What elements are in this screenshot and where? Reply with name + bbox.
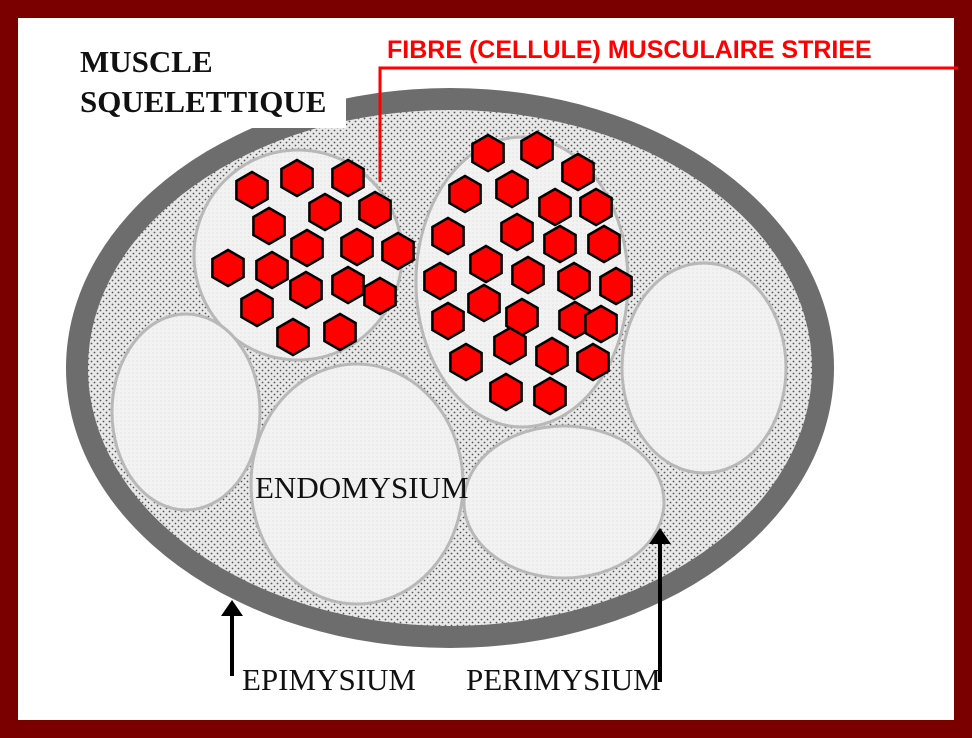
muscle-fibre bbox=[432, 303, 463, 339]
muscle-fibre bbox=[324, 314, 355, 350]
fibre-label: FIBRE (CELLULE) MUSCULAIRE STRIEE bbox=[387, 36, 872, 64]
muscle-fibre bbox=[490, 374, 521, 410]
muscle-fibre bbox=[450, 344, 481, 380]
muscle-fibre bbox=[341, 229, 372, 265]
muscle-fibre bbox=[291, 230, 322, 266]
epimysium-arrow-head bbox=[221, 600, 243, 616]
muscle-fibre bbox=[309, 194, 340, 230]
muscle-fibre bbox=[432, 218, 463, 254]
muscle-fibre bbox=[521, 132, 552, 168]
muscle-fibre bbox=[281, 160, 312, 196]
muscle-fibre bbox=[600, 268, 631, 304]
fascicle-bottom-right bbox=[464, 426, 664, 578]
muscle-fibre bbox=[512, 257, 543, 293]
title-line-2: SQUELETTIQUE bbox=[80, 84, 326, 119]
muscle-fibre bbox=[359, 192, 390, 228]
muscle-fibre bbox=[496, 171, 527, 207]
muscle-fibre bbox=[539, 189, 570, 225]
muscle-fibre bbox=[382, 233, 413, 269]
muscle-fibre bbox=[332, 160, 363, 196]
muscle-fibre bbox=[472, 135, 503, 171]
muscle-fibre bbox=[241, 290, 272, 326]
muscle-fibre bbox=[256, 252, 287, 288]
perimysium-label: PERIMYSIUM bbox=[466, 662, 661, 697]
muscle-fibre bbox=[290, 272, 321, 308]
muscle-fibre bbox=[585, 306, 616, 342]
muscle-fibre bbox=[558, 263, 589, 299]
muscle-fibre bbox=[536, 338, 567, 374]
muscle-fibre bbox=[364, 278, 395, 314]
muscle-fibre bbox=[577, 344, 608, 380]
muscle-fibre bbox=[449, 176, 480, 212]
epimysium-label: EPIMYSIUM bbox=[242, 662, 416, 697]
muscle-fibre bbox=[534, 378, 565, 414]
title-line-1: MUSCLE bbox=[80, 44, 213, 79]
endomysium-label: ENDOMYSIUM bbox=[255, 470, 469, 505]
muscle-fibre bbox=[236, 172, 267, 208]
muscle-fibre bbox=[544, 226, 575, 262]
muscle-fibre bbox=[332, 267, 363, 303]
muscle-fibre bbox=[212, 250, 243, 286]
muscle-fibre bbox=[277, 319, 308, 355]
muscle-fibre bbox=[424, 263, 455, 299]
fascicle-right bbox=[622, 263, 786, 473]
muscle-fibre bbox=[501, 214, 532, 250]
muscle-fibre bbox=[494, 328, 525, 364]
muscle-fibre bbox=[470, 246, 501, 282]
muscle-fibre bbox=[468, 285, 499, 321]
muscle-fibre bbox=[580, 189, 611, 225]
muscle-fibre bbox=[588, 226, 619, 262]
fascicle-far-left bbox=[112, 314, 260, 510]
muscle-fibre bbox=[562, 154, 593, 190]
muscle-fibre bbox=[253, 208, 284, 244]
